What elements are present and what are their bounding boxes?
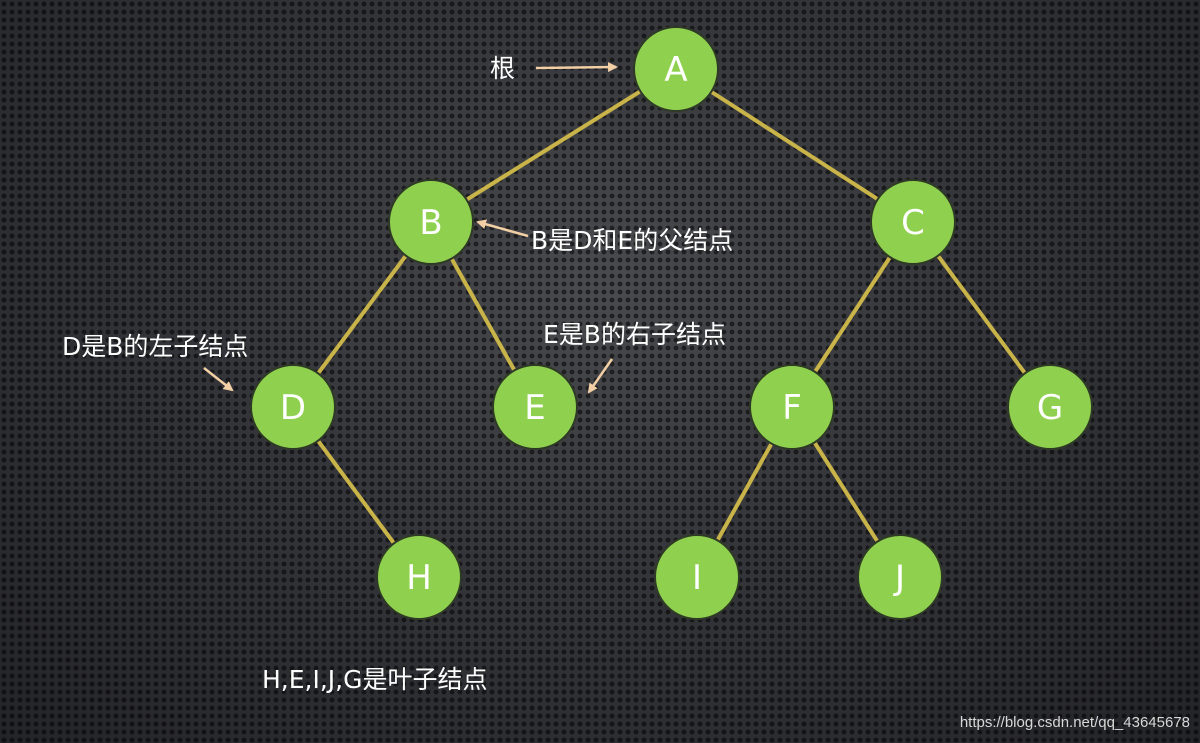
node-D: D — [250, 364, 336, 450]
root-annotation: 根 — [490, 54, 516, 83]
edge-A-B — [429, 67, 678, 224]
node-circle-G — [1007, 364, 1093, 450]
leaves-annotation: H,E,I,J,G是叶子结点 — [262, 665, 488, 694]
nodes-layer: A B C D E F G H I J — [250, 26, 1093, 620]
node-B: B — [388, 179, 474, 265]
edge-A-C — [674, 67, 915, 224]
parent-arrow — [476, 219, 529, 238]
node-label-F: F — [782, 388, 802, 428]
left-child-arrow — [203, 367, 234, 392]
node-circle-E — [492, 364, 578, 450]
node-G: G — [1007, 364, 1093, 450]
node-circle-B — [388, 179, 474, 265]
node-label-A: A — [664, 50, 687, 90]
node-C: C — [870, 179, 956, 265]
right-child-arrow — [587, 358, 614, 394]
root-arrow — [535, 62, 618, 73]
node-H: H — [376, 534, 462, 620]
parent-annotation: B是D和E的父结点 — [531, 226, 734, 255]
annotation-arrows — [203, 62, 618, 394]
watermark: https://blog.csdn.net/qq_43645678 — [959, 714, 1190, 731]
node-I: I — [654, 534, 740, 620]
left-child-annotation: D是B的左子结点 — [62, 332, 249, 361]
node-label-H: H — [406, 558, 432, 598]
node-A: A — [633, 26, 719, 112]
node-E: E — [492, 364, 578, 450]
node-label-D: D — [280, 388, 306, 428]
node-circle-D — [250, 364, 336, 450]
node-label-I: I — [692, 558, 702, 598]
node-label-J: J — [893, 558, 905, 598]
right-child-annotation: E是B的右子结点 — [543, 320, 726, 349]
node-circle-F — [749, 364, 835, 450]
node-label-C: C — [901, 203, 925, 243]
node-label-B: B — [419, 203, 442, 243]
node-circle-J — [857, 534, 943, 620]
node-label-G: G — [1037, 388, 1063, 428]
node-circle-C — [870, 179, 956, 265]
node-circle-I — [654, 534, 740, 620]
node-F: F — [749, 364, 835, 450]
node-J: J — [857, 534, 943, 620]
node-label-E: E — [524, 388, 545, 428]
node-circle-A — [633, 26, 719, 112]
node-circle-H — [376, 534, 462, 620]
